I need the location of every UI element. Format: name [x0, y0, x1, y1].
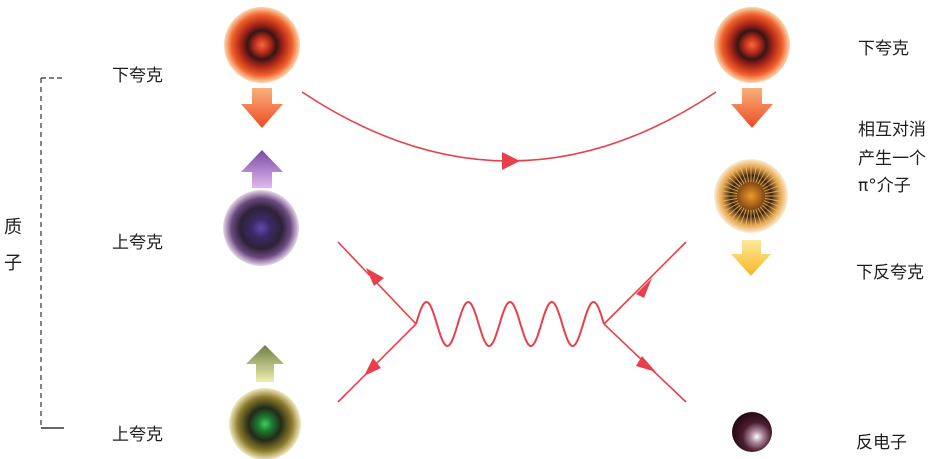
up-quark-bottom-arrow: [246, 345, 284, 382]
outgoing-line-top-arrow-icon: [636, 278, 652, 298]
down-quark-left-arrow: [241, 88, 283, 128]
pion-ray: [755, 209, 762, 225]
pion-ray: [722, 200, 738, 207]
pion-ray: [731, 206, 743, 220]
pion-ray: [745, 209, 750, 226]
pion-ray: [762, 202, 778, 212]
pion-ray: [759, 206, 771, 220]
pion-ray: [721, 197, 738, 202]
pion-ray: [724, 180, 740, 190]
pion-ray: [761, 176, 775, 188]
pion-rays: [721, 166, 781, 226]
outgoing-line-top: [603, 241, 687, 325]
gluon-curve-arrow-icon: [502, 152, 520, 170]
pion-ray: [735, 207, 745, 223]
pion-ray: [764, 200, 780, 207]
pion-ray: [762, 180, 778, 190]
pion-ray: [752, 209, 757, 226]
left-top-quark-label: 下夸克: [112, 66, 163, 86]
annotation-line-2: 产生一个: [858, 149, 926, 169]
pion-ray: [722, 185, 738, 192]
positron-label: 反电子: [856, 433, 907, 453]
up-quark-mid-arrow: [241, 150, 283, 188]
gluon-curve: [301, 91, 717, 162]
pion-ray: [764, 185, 780, 192]
pion-ray: [755, 167, 762, 183]
incoming-line-bottom-arrow-icon: [364, 358, 381, 376]
proton-label-char2: 子: [4, 253, 22, 274]
pion-ray: [740, 209, 747, 225]
proton-bracket: [40, 77, 64, 429]
pion-ray: [761, 204, 775, 216]
up-quark-mid-ball: [223, 190, 299, 266]
pion-ray: [740, 167, 747, 183]
left-bottom-quark-label: 上夸克: [112, 425, 163, 445]
annotation-line-3: π°介子: [858, 176, 911, 196]
pion-ray: [759, 172, 771, 186]
w-boson-wave: [415, 300, 605, 348]
down-quark-right-arrow: [731, 88, 773, 128]
pion-ray: [727, 176, 741, 188]
down-quark-right-ball: [714, 7, 790, 83]
proton-label-char1: 质: [4, 217, 22, 238]
pion-ray: [721, 190, 738, 195]
anti-down-quark-label: 下反夸克: [856, 263, 924, 283]
pion-ball: [714, 159, 788, 233]
pion-ray: [764, 190, 781, 195]
outgoing-line-bottom-arrow-icon: [636, 356, 656, 372]
annotation-line-1: 相互对消: [858, 120, 926, 140]
up-quark-bottom-ball: [229, 388, 301, 459]
pion-ray: [727, 204, 741, 216]
down-quark-left-ball: [224, 7, 300, 83]
pion-ray: [724, 202, 740, 212]
pion-ray: [735, 169, 745, 185]
pion-ray: [752, 166, 757, 183]
pion-ray: [731, 172, 743, 186]
pion-ray: [764, 197, 781, 202]
right-top-quark-label: 下夸克: [858, 39, 909, 59]
incoming-line-top-arrow-icon: [366, 268, 384, 286]
left-mid-quark-label: 上夸克: [112, 233, 163, 253]
pion-ray: [757, 169, 767, 185]
anti-down-quark-arrow: [731, 240, 771, 276]
pion-ray: [757, 207, 767, 223]
positron-ball: [732, 412, 772, 452]
pion-ray: [745, 166, 750, 183]
